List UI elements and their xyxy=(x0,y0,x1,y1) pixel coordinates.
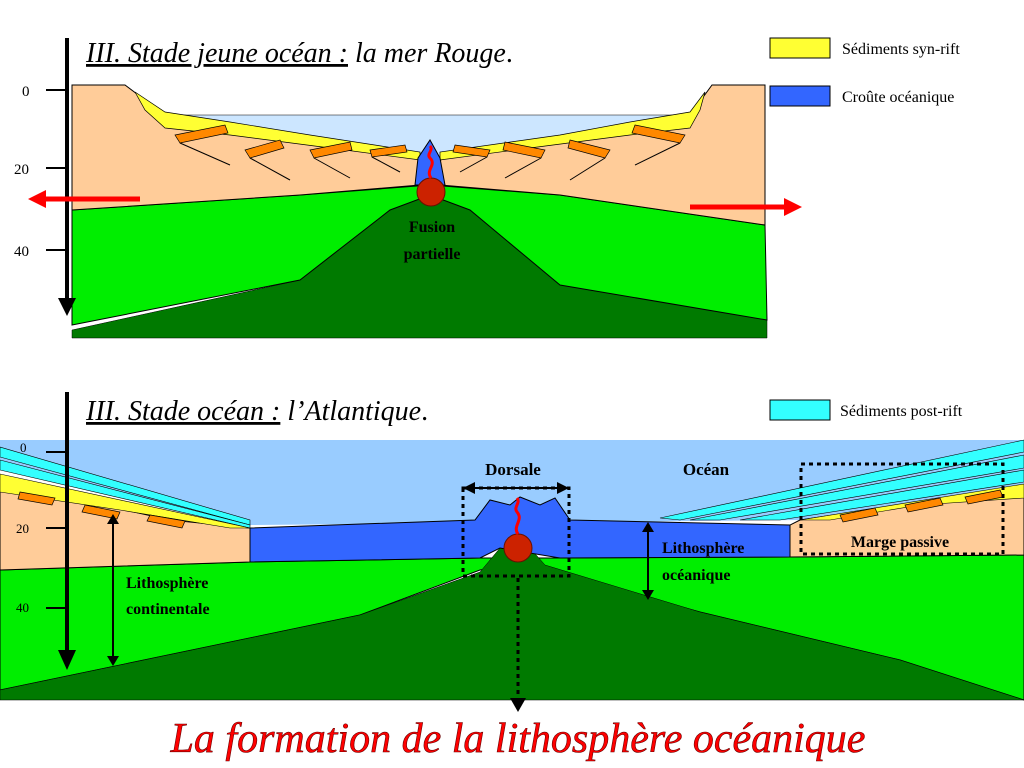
panel1-title: III. Stade jeune océan : la mer Rouge. xyxy=(85,38,513,69)
legend-swatch-ocean-crust xyxy=(769,85,831,107)
legend-label-syn-rift: Sédiments syn-rift xyxy=(842,41,960,58)
label-litho-oceanic-line2: océanique xyxy=(662,567,730,584)
depth-tick-40-b: 40 xyxy=(16,600,29,615)
marge-passive-box xyxy=(799,462,1005,556)
label-litho-continental-line1: Lithosphère xyxy=(126,575,208,592)
sediment-post-right xyxy=(659,439,1024,521)
depth-axis-arrowhead-1 xyxy=(58,298,76,316)
label-litho-oceanic-line1: Lithosphère xyxy=(662,540,744,557)
magma-chamber-1 xyxy=(416,177,446,207)
dorsale-box xyxy=(461,486,571,578)
depth-tick-40: 40 xyxy=(14,244,29,260)
tilted-blocks-right-2 xyxy=(839,489,1004,523)
tilted-blocks-left-2 xyxy=(17,491,186,529)
depth-tick-0-b: 0 xyxy=(20,440,27,455)
magma-chamber-2 xyxy=(503,533,533,563)
depth-axis-arrowhead-2 xyxy=(58,650,76,670)
panel2-title: III. Stade océan : l’Atlantique. xyxy=(85,396,428,427)
label-fusion-line1: Fusion xyxy=(409,219,455,236)
legend-label-ocean-crust: Croûte océanique xyxy=(842,89,954,106)
fault-lines-right-1 xyxy=(459,142,681,181)
panel-ocean: 0 20 40 Dorsale Océan Marge passive Lith… xyxy=(0,392,1024,712)
fault-lines-left-1 xyxy=(179,142,401,181)
tilted-blocks-left-1 xyxy=(174,124,408,159)
magma-conduit-2 xyxy=(514,497,521,535)
legend-swatch-post-rift xyxy=(769,399,831,421)
main-title: La formation de la lithosphère océanique xyxy=(170,716,866,762)
label-dorsale: Dorsale xyxy=(485,460,541,479)
tilted-blocks-right-1 xyxy=(452,124,686,159)
sea-atlantic xyxy=(0,440,1024,525)
legend-swatch-syn-rift xyxy=(769,37,831,59)
label-ocean: Océan xyxy=(683,460,730,479)
depth-tick-0: 0 xyxy=(22,84,30,100)
ocean-crust-young xyxy=(414,139,446,186)
label-marge-passive: Marge passive xyxy=(851,534,949,551)
depth-tick-20-b: 20 xyxy=(16,521,29,536)
legend-label-post-rift: Sédiments post-rift xyxy=(840,403,963,420)
depth-tick-20: 20 xyxy=(14,162,29,178)
label-litho-continental-line2: continentale xyxy=(126,601,210,618)
label-fusion-line2: partielle xyxy=(404,246,461,263)
panel-young-ocean: 0 20 40 Fusion partielle III. Stade jeun… xyxy=(14,37,960,339)
magma-conduit-1 xyxy=(427,144,434,179)
